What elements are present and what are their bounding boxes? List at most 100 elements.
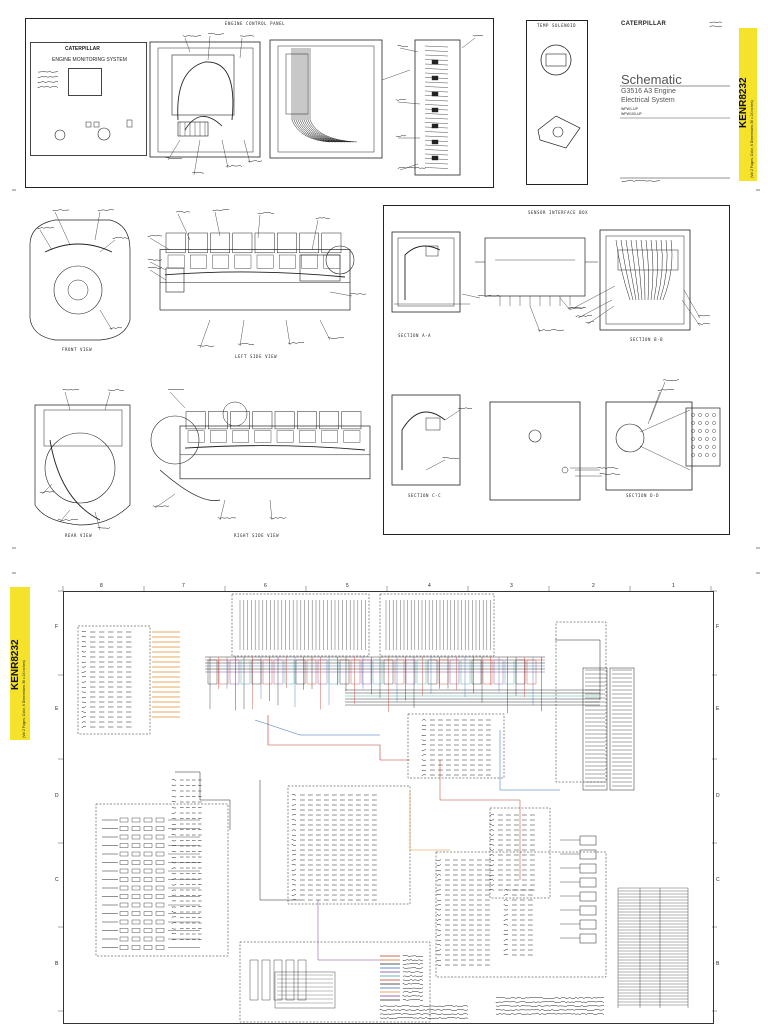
callout-text — [112, 236, 130, 240]
pin-label — [171, 801, 177, 803]
pin-label — [436, 889, 442, 891]
coil-symbol — [131, 817, 141, 823]
connector-clip — [431, 75, 439, 81]
leader-line — [59, 509, 71, 523]
engine-valve-cover — [210, 430, 227, 443]
connector-pin — [712, 421, 716, 425]
connector-pin — [698, 437, 702, 441]
connector-cell — [515, 659, 526, 685]
connector-pin — [712, 445, 716, 449]
callout-text — [269, 517, 287, 519]
connector-pin — [691, 453, 695, 457]
coil-symbol — [155, 860, 165, 865]
callout-text — [237, 343, 255, 345]
engine-cylinder-head — [252, 411, 273, 430]
relay-box — [579, 905, 597, 916]
connector-cell — [262, 659, 273, 685]
callout-text — [191, 171, 205, 174]
coil-symbol — [131, 877, 141, 882]
connector-cell — [438, 659, 449, 685]
section-cc-harness — [401, 411, 446, 470]
rear-view-harness — [49, 439, 101, 521]
schematic-note — [495, 1008, 605, 1012]
pin-label — [291, 834, 297, 837]
schematic-block-legend — [239, 941, 431, 1023]
connector-pin — [705, 453, 709, 457]
coil-symbol — [143, 894, 153, 899]
pin-label — [436, 959, 442, 961]
coil-symbol — [131, 826, 141, 831]
pin-label — [171, 933, 177, 934]
leader-line — [243, 139, 251, 164]
panel-display-screen — [68, 68, 102, 96]
connector-clip — [431, 59, 439, 65]
leader-line — [149, 261, 167, 271]
connector-pin — [691, 429, 695, 433]
coil-symbol — [119, 843, 129, 848]
pin-label — [421, 749, 427, 751]
leader-line — [397, 101, 421, 105]
temp-sensor-title: TEMP SOLENOID — [537, 23, 577, 28]
schematic-note — [379, 1012, 469, 1016]
pin-label — [489, 874, 495, 877]
coil-symbol — [119, 911, 129, 916]
pin-label — [436, 949, 442, 951]
legend-text — [402, 994, 424, 997]
connector-cell — [317, 659, 328, 685]
connector-pin — [698, 413, 702, 417]
coil-symbol — [155, 885, 165, 891]
callout-text — [247, 160, 263, 162]
coil-symbol — [119, 902, 129, 908]
relay-box — [579, 835, 597, 846]
pin-label — [81, 706, 87, 709]
leader-line — [569, 285, 616, 311]
pin-label — [436, 923, 442, 926]
pin-label — [503, 914, 509, 916]
pin-label — [291, 859, 297, 862]
connector-cell — [207, 659, 218, 685]
pin-label — [81, 671, 87, 673]
pin-label — [171, 812, 177, 814]
callout-text — [327, 337, 345, 340]
pin-label — [436, 964, 442, 966]
front-view-damper — [53, 265, 103, 315]
connector-cell — [471, 659, 482, 685]
coil-symbol — [143, 834, 153, 840]
pin-label — [171, 784, 177, 787]
engine-block — [179, 425, 371, 480]
callout-text — [225, 164, 243, 168]
connector-pin — [691, 445, 695, 449]
section-bb-inner — [605, 235, 685, 325]
callout-text — [167, 389, 185, 391]
engine-cylinder-head — [274, 411, 295, 430]
legend-text — [402, 966, 424, 969]
temp-gauge-window — [545, 53, 567, 67]
callout-text — [239, 35, 255, 37]
connector-clip — [431, 107, 439, 113]
leader-line — [154, 493, 176, 509]
connector-pin-wire — [424, 90, 449, 93]
pin-label — [171, 867, 177, 869]
leader-line — [167, 139, 181, 161]
temp-sensor-body — [537, 115, 581, 149]
legend-text — [402, 959, 424, 962]
coil-symbol — [143, 945, 153, 950]
connector-pin — [698, 453, 702, 457]
panel-legend — [37, 76, 59, 78]
coil-symbol — [143, 936, 153, 942]
connector-pin — [712, 453, 716, 457]
callout-text — [197, 345, 215, 347]
engine-valve-cover — [343, 430, 361, 443]
interface-box-bolt — [561, 466, 569, 474]
connector-pin-wire — [424, 45, 449, 48]
front-view-outline — [29, 219, 131, 341]
turbo-housing — [299, 254, 341, 282]
leader-line — [681, 299, 701, 327]
engine-cylinder-head — [299, 232, 319, 254]
door-wire — [295, 48, 337, 143]
coil-symbol — [143, 851, 153, 857]
pin-label — [421, 724, 427, 726]
coil-symbol — [143, 919, 153, 925]
rear-view-flywheel — [44, 432, 116, 504]
engine-cylinder-head — [188, 232, 208, 254]
